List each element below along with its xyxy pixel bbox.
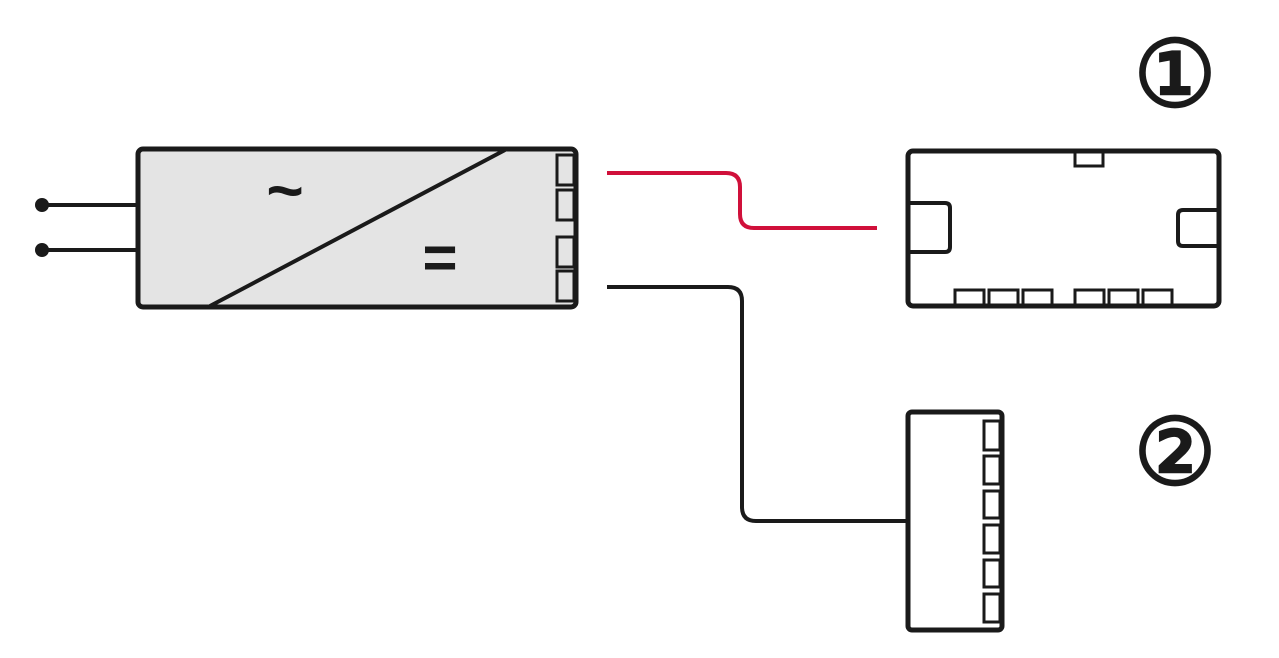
device-2-label: ② — [1134, 402, 1216, 504]
black-wire — [607, 285, 908, 523]
device-1 — [905, 148, 1222, 309]
ac-dc-divider — [209, 148, 506, 308]
power-supply: ~ = — [135, 146, 579, 310]
ac-symbol: ~ — [266, 154, 303, 226]
device-1-label: ① — [1134, 24, 1216, 126]
psu-output-ports — [555, 153, 576, 303]
dc-symbol: = — [422, 224, 457, 291]
device-2 — [905, 409, 1005, 633]
red-wire — [607, 171, 877, 230]
mains-input-wires — [35, 198, 139, 257]
